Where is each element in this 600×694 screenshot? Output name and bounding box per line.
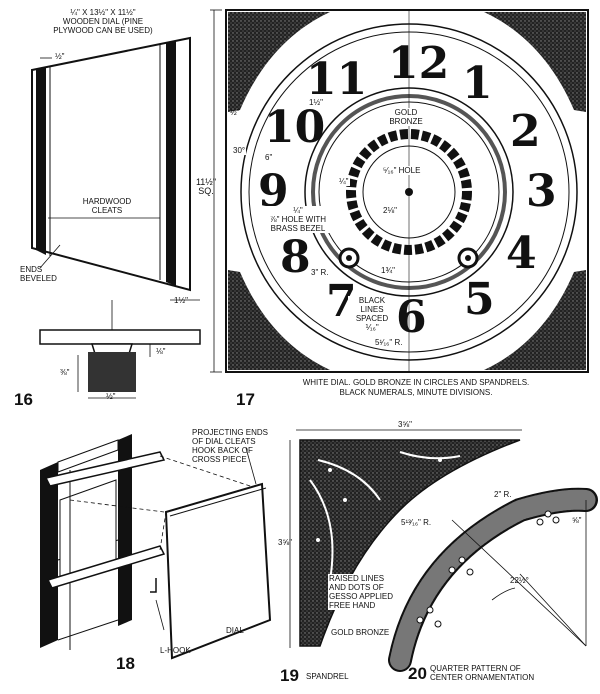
fig16-dim-right: ⅛" (156, 347, 166, 356)
fig17-number: 17 (236, 390, 255, 409)
numeral-10: 10 (264, 102, 326, 153)
fig17-dim-218: 2⅛" (382, 206, 398, 215)
numeral-1: 1 (462, 58, 493, 109)
fig17-hole: ⁵⁄₁₆" HOLE (382, 166, 422, 175)
fig17-dim-r5: 5¹⁄₁₆" R. (374, 338, 404, 347)
fig19-number: 19 (280, 666, 299, 685)
fig16-cleats-line1: HARDWOOD (82, 197, 132, 206)
fig17-bezel-label: ¼" ⅞" HOLE WITH BRASS BEZEL (262, 206, 334, 233)
fig20-dim-58: ⅝" (572, 516, 582, 525)
fig17-gold-2: BRONZE (389, 117, 423, 126)
fig16-dial-spec-line1: ¼" x 13½" x 11½" (70, 8, 136, 17)
fig16-dim-left: ⅜" (60, 368, 70, 377)
fig17-black-4: ⅟₁₆" (365, 323, 379, 332)
numeral-6: 6 (396, 292, 427, 343)
fig17-gold-1: GOLD (394, 108, 418, 117)
fig17-dim-134: 1¾" (380, 266, 396, 275)
fig19-dim-side: 3⅝" (278, 538, 292, 547)
fig18-note-2: OF DIAL CLEATS (192, 437, 256, 446)
fig18-note-1: PROJECTING ENDS (192, 428, 269, 437)
fig19-raised-2: AND DOTS OF (329, 583, 384, 592)
fig20-number: 20 (408, 664, 427, 683)
fig18-number: 18 (116, 654, 135, 673)
numeral-8: 8 (280, 232, 311, 283)
fig19-label: SPANDREL (306, 672, 349, 681)
fig18-note: PROJECTING ENDS OF DIAL CLEATS HOOK BACK… (192, 428, 268, 464)
fig16-number: 16 (14, 390, 33, 409)
fig20-label-2: CENTER ORNAMENTATION (430, 673, 535, 682)
fig16-dial-spec-line2: WOODEN DIAL (PINE (62, 17, 144, 26)
fig16-dim-bottom: ½" (106, 392, 116, 401)
fig19-gold-label: GOLD BRONZE (330, 628, 391, 637)
fig20-label: QUARTER PATTERN OF CENTER ORNAMENTATION (430, 664, 534, 682)
fig17-caption-1: WHITE DIAL. GOLD BRONZE IN CIRCLES AND S… (302, 378, 530, 387)
fig17-dim-quarter: ¼" (338, 177, 350, 186)
fig18-lhook-label: L-HOOK (160, 646, 191, 655)
fig16-dim-top: ½" (55, 52, 65, 61)
numeral-2: 2 (510, 106, 541, 157)
fig16-dim-side: 1½" (174, 296, 188, 305)
fig19-dim-top: 3⅝" (398, 420, 412, 429)
fig17-black-3: SPACED (355, 314, 389, 323)
fig19-raised-4: FREE HAND (329, 601, 376, 610)
fig16-cleats-label: HARDWOOD CLEATS (72, 197, 142, 215)
fig17-black-2: LINES (360, 305, 384, 314)
fig17-dim-margin: ½" (230, 108, 240, 117)
fig17-bezel-0: ¼" (293, 206, 303, 215)
numeral-11: 11 (306, 54, 368, 105)
fig18-note-3: HOOK BACK OF (192, 446, 253, 455)
fig17-black-lines-label: BLACK LINES SPACED ⅟₁₆" (348, 296, 396, 332)
numeral-4: 4 (506, 228, 537, 279)
fig16-ends-label: ENDS BEVELED (20, 265, 57, 283)
numeral-3: 3 (526, 166, 557, 217)
fig17-gold-label: GOLD BRONZE (382, 108, 430, 126)
fig16-ends-line1: ENDS (20, 265, 43, 274)
fig17-bezel-2: BRASS BEZEL (270, 224, 326, 233)
fig17-dim-size-1: 11½" (195, 177, 217, 187)
fig17-bezel-1: ⅞" HOLE WITH (269, 215, 327, 224)
numeral-5: 5 (464, 274, 495, 325)
fig17-dim-3r: 3" R. (310, 268, 330, 277)
fig19-raised-label: RAISED LINES AND DOTS OF GESSO APPLIED F… (328, 574, 395, 610)
fig19-raised-3: GESSO APPLIED (329, 592, 394, 601)
fig19-raised-1: RAISED LINES (329, 574, 385, 583)
fig17-dim-ring: 1½" (308, 98, 324, 107)
fig16-dial-spec: ¼" x 13½" x 11½" WOODEN DIAL (PINE PLYWO… (38, 8, 168, 35)
fig18-note-4: CROSS PIECE (192, 455, 247, 464)
fig17-caption: WHITE DIAL. GOLD BRONZE IN CIRCLES AND S… (236, 378, 596, 398)
fig17-dim-size-2: SQ. (198, 186, 214, 196)
fig18-dial-label: DIAL (226, 626, 244, 635)
fig17-dim-angle: 30° (232, 146, 247, 155)
numeral-12: 12 (388, 38, 450, 89)
fig20-dim-2r: 2" R. (494, 490, 512, 499)
fig17-dim-minute: 6" (264, 153, 274, 162)
fig17-black-1: BLACK (358, 296, 386, 305)
fig16-ends-line2: BEVELED (20, 274, 57, 283)
fig16-cleats-line2: CLEATS (91, 206, 123, 215)
fig16-dial-spec-line3: PLYWOOD CAN BE USED) (53, 26, 153, 35)
fig19-dim-radius: 5¹³⁄₁₆" R. (400, 518, 433, 527)
fig20-dim-angle: 22½° (510, 576, 529, 585)
fig20-label-1: QUARTER PATTERN OF (430, 664, 521, 673)
fig17-caption-2: BLACK NUMERALS, MINUTE DIVISIONS. (339, 388, 493, 397)
fig17-dim-size: 11½" SQ. (192, 178, 220, 196)
